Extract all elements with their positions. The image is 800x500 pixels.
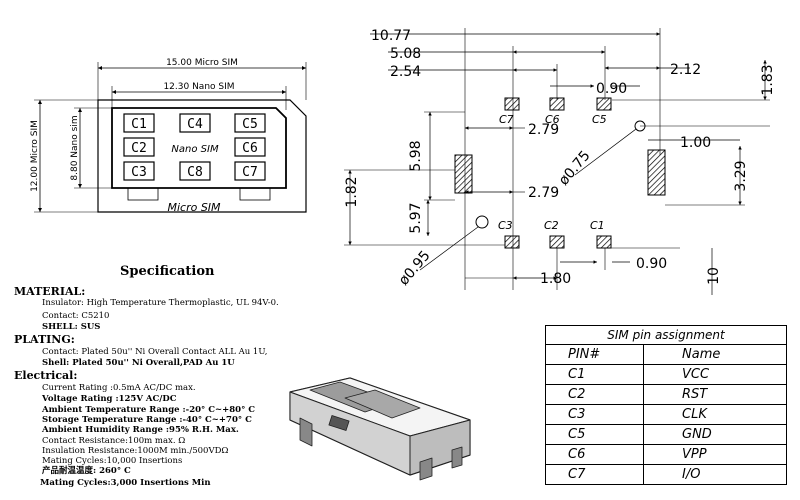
dim-0-90-bottom: 0.90	[636, 256, 667, 272]
dim-5-97: 5.97	[408, 202, 424, 233]
spec-plating-contact: Contact: Plated 50u'' Ni Overall Contact…	[42, 347, 268, 357]
dim-5-08: 5.08	[390, 46, 421, 62]
name-cell: I/O	[643, 464, 787, 485]
card-pad-c4: C4	[187, 117, 203, 132]
micro-height-label: 12.00 Micro SIM	[30, 120, 40, 192]
micro-width-label: 15.00 Micro SIM	[166, 58, 238, 68]
name-cell: CLK	[643, 404, 787, 425]
connector-3d-illustration	[289, 377, 471, 481]
spec-contact: Contact: C5210	[42, 311, 110, 321]
spec-voltage-rating: Voltage Rating :125V AC/DC	[42, 394, 177, 404]
footprint-pad-c6: C6	[545, 113, 560, 126]
footprint-text: 10.77 5.08 2.54 2.12 0.90 1.83 C7 C6 C5 …	[344, 28, 776, 289]
name-cell: RST	[643, 384, 787, 405]
pin-cell: C6	[545, 444, 644, 465]
spec-contact-resistance: Contact Resistance:100m max. Ω	[42, 436, 186, 446]
spec-mating-cycles: Mating Cycles:10,000 Insertions	[42, 456, 183, 466]
card-pad-c1: C1	[131, 117, 147, 132]
table-row: C6 VPP	[545, 444, 787, 465]
dim-2-79-lower: 2.79	[528, 185, 559, 201]
footprint-pad-c5: C5	[592, 113, 607, 126]
footprint-pad-c3: C3	[498, 219, 513, 232]
pin-table-caption: SIM pin assignment	[545, 325, 787, 345]
dim-0-95: ø0.95	[396, 248, 434, 289]
nano-width-label: 12.30 Nano SIM	[163, 82, 234, 92]
nano-height-label: 8.80 Nano sim	[70, 115, 80, 180]
dim-1-80: 1.80	[540, 271, 571, 287]
name-cell: VCC	[643, 364, 787, 385]
dim-1-83: 1.83	[760, 64, 776, 95]
name-cell: GND	[643, 424, 787, 445]
dim-2-12: 2.12	[670, 62, 701, 78]
card-pad-c5: C5	[242, 117, 258, 132]
dim-5-98: 5.98	[408, 140, 424, 171]
pin-cell: C1	[545, 364, 644, 385]
dim-10: 10	[706, 267, 722, 285]
table-row: C2 RST	[545, 384, 787, 405]
card-bottom-label: Micro SIM	[167, 201, 221, 214]
footprint-drawing	[344, 28, 770, 295]
pin-cell: C5	[545, 424, 644, 445]
card-pad-c8: C8	[187, 165, 203, 180]
pin-header: PIN#	[545, 344, 644, 365]
dim-10-77: 10.77	[371, 28, 411, 44]
name-cell: VPP	[643, 444, 787, 465]
spec-mating-cycles-min: Mating Cycles:3,000 Insertions Min	[40, 478, 211, 488]
card-center-label: Nano SIM	[171, 144, 219, 155]
pin-cell: C3	[545, 404, 644, 425]
spec-ambient-temp: Ambient Temperature Range :-20° C~+80° C	[42, 405, 256, 415]
table-row: C5 GND	[545, 424, 787, 445]
pin-cell: C2	[545, 384, 644, 405]
footprint-pad-c2: C2	[544, 219, 559, 232]
card-pad-c7: C7	[242, 165, 258, 180]
dim-2-79-upper: 2.79	[528, 122, 559, 138]
spec-solder-temp: 产品耐温温度: 260° C	[42, 466, 131, 476]
dim-2-54: 2.54	[390, 64, 421, 80]
footprint-pad-c7: C7	[499, 113, 514, 126]
sim-card-text: 15.00 Micro SIM 12.30 Nano SIM 12.00 Mic…	[30, 58, 258, 214]
table-row: C3 CLK	[545, 404, 787, 425]
dim-1-82: 1.82	[344, 176, 360, 207]
micro-sim-outline	[97, 99, 307, 213]
spec-plating-shell: Shell: Plated 50u'' Ni Overall,PAD Au 1U	[42, 358, 235, 368]
spec-electrical-heading: Electrical:	[14, 369, 78, 382]
pin-assignment-table: SIM pin assignment PIN# Name C1 VCC C2 R…	[545, 325, 787, 485]
table-row: PIN# Name	[545, 344, 787, 365]
card-pad-c6: C6	[242, 141, 258, 156]
dim-0-75: ø0.75	[556, 148, 594, 189]
sim-card-drawing	[34, 62, 307, 213]
table-row: C1 VCC	[545, 364, 787, 385]
spec-plating-heading: PLATING:	[14, 333, 75, 346]
dim-1-00: 1.00	[680, 135, 711, 151]
spec-material-heading: MATERIAL:	[14, 285, 86, 298]
dim-0-90-top: 0.90	[596, 81, 627, 97]
dim-3-29: 3.29	[733, 160, 749, 191]
spec-shell: SHELL: SUS	[42, 322, 101, 332]
table-row: C7 I/O	[545, 464, 787, 485]
spec-insulation-resistance: Insulation Resistance:1000M min./500VDΩ	[42, 446, 229, 456]
name-header: Name	[643, 344, 787, 365]
nano-sim-outline	[111, 107, 287, 189]
spec-current-rating: Current Rating :0.5mA AC/DC max.	[42, 383, 196, 393]
card-pad-c3: C3	[131, 165, 147, 180]
pin-cell: C7	[545, 464, 644, 485]
spec-insulator: Insulator: High Temperature Thermoplasti…	[42, 298, 279, 308]
spec-storage-temp: Storage Temperature Range :-40° C~+70° C	[42, 415, 252, 425]
spec-humidity: Ambient Humidity Range :95% R.H. Max.	[42, 425, 239, 435]
footprint-pad-c1: C1	[590, 219, 605, 232]
spec-title: Specification	[120, 264, 215, 279]
card-pad-c2: C2	[131, 141, 147, 156]
